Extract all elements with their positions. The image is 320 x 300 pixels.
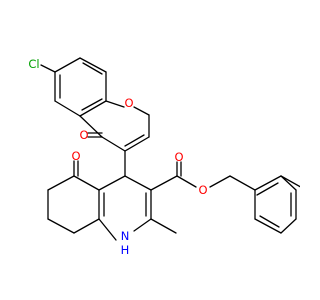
chromone-ketone-oxygen-label: O [79,128,88,142]
quinolinone-ketone-oxygen-label: O [71,149,80,163]
chromone-ring-oxygen-label: O [124,96,133,110]
amine-nitrogen-label: N [121,229,130,243]
chlorine-label: Cl [28,57,39,71]
bond-layer [40,57,300,241]
molecule-drawing: Cl O O O O O N H [28,57,300,257]
amine-hydrogen-label: H [121,243,130,257]
structure-canvas: Cl O O O O O N H [28,57,300,257]
phenyl-ring-benzyl [280,175,297,234]
ester-carbonyl-oxygen-label: O [174,150,183,164]
ester-ether-oxygen-label: O [198,183,207,197]
atom-labels: Cl O O O O O N H [28,57,207,257]
